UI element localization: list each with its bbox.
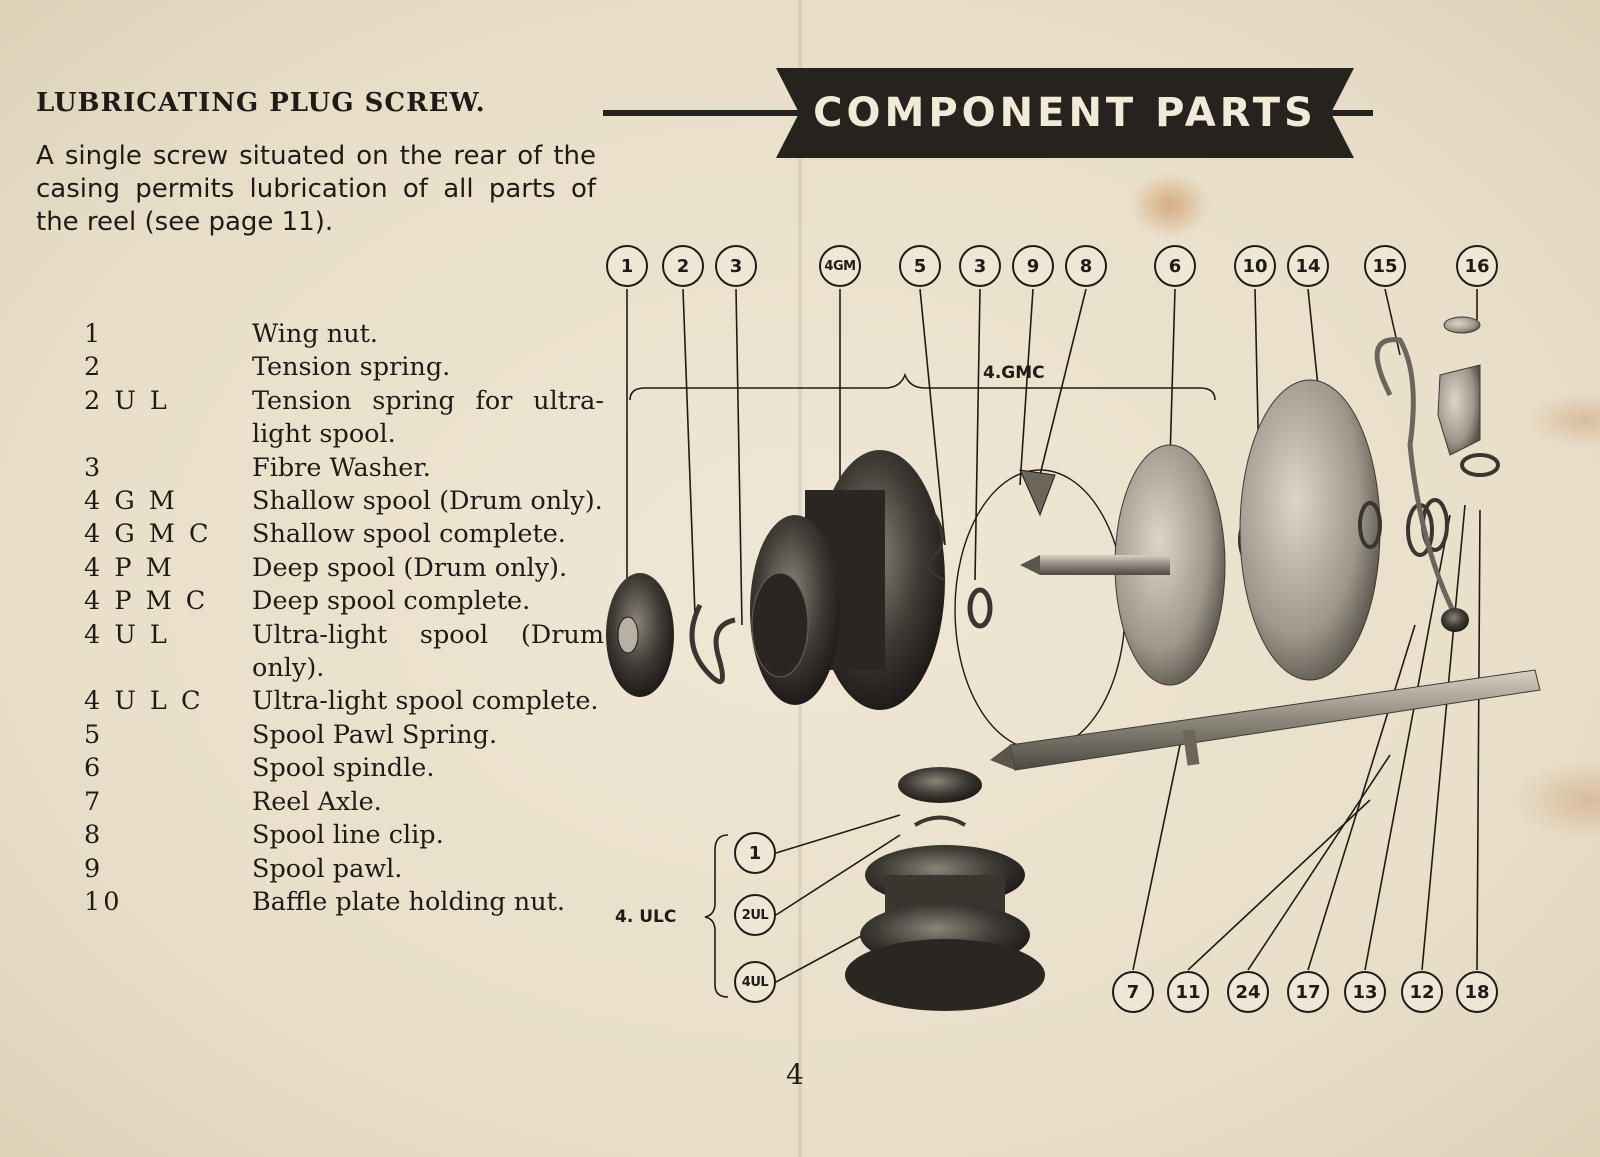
callout-ulc-1: 1 [734, 832, 776, 874]
callout-10: 10 [1234, 245, 1276, 287]
callout-14: 14 [1287, 245, 1329, 287]
callout-2: 2 [662, 245, 704, 287]
section-heading: LUBRICATING PLUG SCREW. [36, 88, 486, 118]
parts-list-row: 4 P M C Deep spool complete. [84, 585, 604, 618]
part-description: Deep spool (Drum only). [252, 552, 568, 583]
part-description: Deep spool complete. [252, 586, 531, 617]
part-number: 4 U L [84, 619, 170, 650]
callout-15: 15 [1364, 245, 1406, 287]
callout-18: 18 [1456, 971, 1498, 1013]
part-number: 7 [84, 786, 104, 817]
fibre-washer-part [967, 587, 993, 629]
wing-nut-part [606, 573, 674, 697]
parts-list-row: 4 G M Shallow spool (Drum only). [84, 485, 604, 518]
parts-list-row: 4 U L Ultra-light spool (Drum only). [84, 619, 604, 686]
callout-ulc-2ul: 2UL [734, 894, 776, 936]
component-parts-banner: COMPONENT PARTS [776, 68, 1354, 158]
part-description: Spool spindle. [252, 753, 435, 784]
part-number: 5 [84, 719, 104, 750]
parts-list-row: 6 Spool spindle. [84, 752, 604, 785]
part-number: 4 P M C [84, 586, 209, 617]
bail-screw-part [1443, 316, 1481, 334]
ultra-light-spool-part [845, 767, 1045, 1011]
part-description: Wing nut. [252, 319, 378, 349]
parts-list-row: 2 U L Tension spring for ultra-light spoo… [84, 385, 604, 452]
parts-list-row: 8 Spool line clip. [84, 819, 604, 852]
part-number: 2 [84, 352, 104, 383]
callout-24: 24 [1227, 971, 1269, 1013]
parts-list-row: 4 P M Deep spool (Drum only). [84, 552, 604, 585]
part-description: Shallow spool (Drum only). [252, 486, 603, 517]
shallow-spool-part [750, 450, 945, 710]
part-description: Reel Axle. [252, 786, 382, 817]
diagram-drawing [606, 288, 1541, 1011]
spool-pawl-spring-part [927, 514, 946, 582]
part-description: Tension spring for ultra-light spool. [252, 385, 604, 450]
parts-list-row: 4 U L C Ultra-light spool complete. [84, 685, 604, 718]
part-description: Ultra-light spool complete. [252, 686, 599, 717]
parts-list-row: 7 Reel Axle. [84, 786, 604, 819]
spool-spindle-part [1020, 444, 1226, 686]
callout-17: 17 [1287, 971, 1329, 1013]
callout-5: 5 [899, 245, 941, 287]
part-description: Baffle plate holding nut. [252, 886, 565, 917]
part-number: 9 [84, 853, 104, 884]
part-number: 6 [84, 753, 104, 784]
parts-list-row: 3 Fibre Washer. [84, 452, 604, 485]
group-label-gmc: 4.GMC [983, 363, 1045, 383]
callout-3b: 3 [959, 245, 1001, 287]
parts-list-row: 1 Wing nut. [84, 318, 604, 351]
part-description: Tension spring. [252, 352, 451, 383]
banner-title: COMPONENT PARTS [813, 90, 1317, 136]
part-description: Spool pawl. [252, 853, 403, 884]
part-number: 2 U L [84, 385, 170, 416]
callout-13: 13 [1344, 971, 1386, 1013]
part-description: Ultra-light spool (Drum only). [252, 619, 604, 684]
part-number: 8 [84, 820, 104, 851]
bail-arm-part [1374, 337, 1458, 617]
part-description: Spool line clip. [252, 820, 444, 851]
part-number: 1 [84, 319, 104, 349]
part-number: 4 U L C [84, 686, 204, 717]
part-number: 4 G M [84, 486, 178, 517]
part-description: Shallow spool complete. [252, 519, 566, 550]
callout-3: 3 [715, 245, 757, 287]
part-number: 10 [84, 886, 123, 917]
parts-list-row: 10 Baffle plate holding nut. [84, 886, 604, 919]
part-description: Fibre Washer. [252, 452, 431, 483]
section-paragraph: A single screw situated on the rear of t… [36, 141, 596, 237]
parts-list-row: 4 G M C Shallow spool complete. [84, 518, 604, 551]
parts-list-row: 5 Spool Pawl Spring. [84, 719, 604, 752]
callout-16: 16 [1456, 245, 1498, 287]
callout-12: 12 [1401, 971, 1443, 1013]
callout-7: 7 [1112, 971, 1154, 1013]
callout-1: 1 [606, 245, 648, 287]
callout-6: 6 [1154, 245, 1196, 287]
callout-ulc-4ul: 4UL [734, 961, 776, 1003]
part-number: 4 G M C [84, 519, 212, 550]
tension-spring-part [689, 603, 736, 685]
group-label-ulc: 4. ULC [615, 907, 677, 927]
bail-bracket-part [1437, 364, 1481, 456]
parts-list-row: 9 Spool pawl. [84, 853, 604, 886]
part-number: 3 [84, 452, 104, 483]
callout-9: 9 [1012, 245, 1054, 287]
exploded-parts-diagram: 1 2 3 4GM 5 3 9 8 6 10 14 15 16 7 11 24 … [600, 225, 1590, 1055]
parts-list-row: 2 Tension spring. [84, 351, 604, 384]
part-number: 4 P M [84, 552, 175, 583]
callout-11: 11 [1167, 971, 1209, 1013]
callout-4gm: 4GM [819, 245, 861, 287]
callout-8: 8 [1065, 245, 1107, 287]
reel-axle-part [990, 669, 1541, 771]
page-number: 4 [786, 1058, 804, 1091]
spool-pawl-part [1019, 469, 1056, 517]
parts-list: 1 Wing nut. 2 Tension spring. 2 U L Tension s… [84, 318, 604, 919]
part-description: Spool Pawl Spring. [252, 719, 498, 750]
